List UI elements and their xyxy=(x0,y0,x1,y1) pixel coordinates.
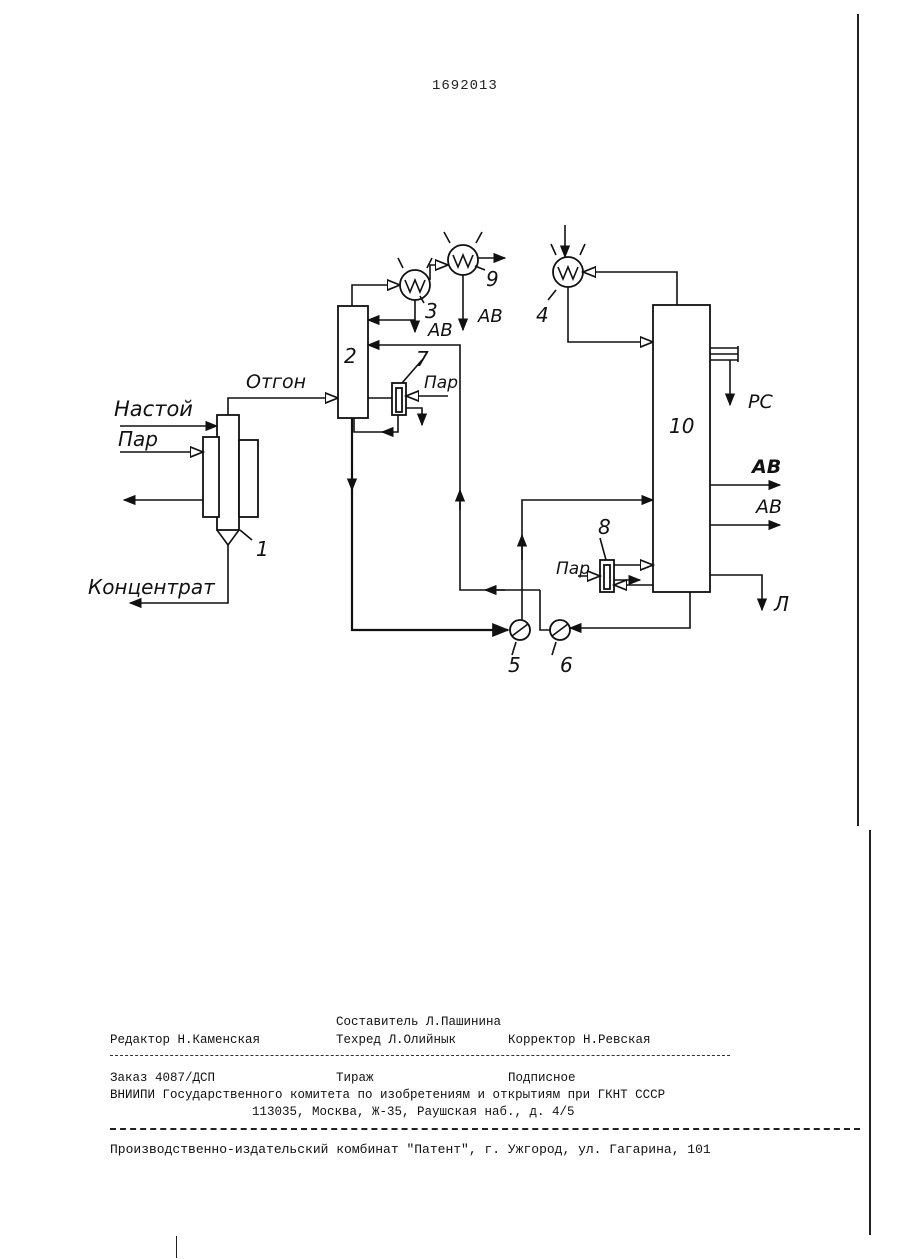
order-text: Заказ 4087/ДСП xyxy=(110,1071,215,1085)
vniipi-text: ВНИИПИ Государственного комитета по изоб… xyxy=(110,1088,665,1102)
podpisnoe-text: Подписное xyxy=(508,1071,576,1085)
techred-text: Техред Л.Олийнык xyxy=(336,1033,456,1047)
editor-text: Редактор Н.Каменская xyxy=(110,1033,260,1047)
scan-edge-lower xyxy=(869,830,871,1235)
compiler-text: Составитель Л.Пашинина xyxy=(336,1015,501,1029)
scan-edge-upper xyxy=(857,14,859,826)
divider-2 xyxy=(110,1128,860,1130)
publisher-text: Производственно-издательский комбинат "П… xyxy=(110,1142,711,1157)
tirazh-text: Тираж xyxy=(336,1071,374,1085)
scan-mark-bottom xyxy=(176,1236,177,1258)
divider-1 xyxy=(110,1055,730,1056)
corrector-text: Корректор Н.Ревская xyxy=(508,1033,651,1047)
address-text: 113035, Москва, Ж-35, Раушская наб., д. … xyxy=(252,1105,575,1119)
